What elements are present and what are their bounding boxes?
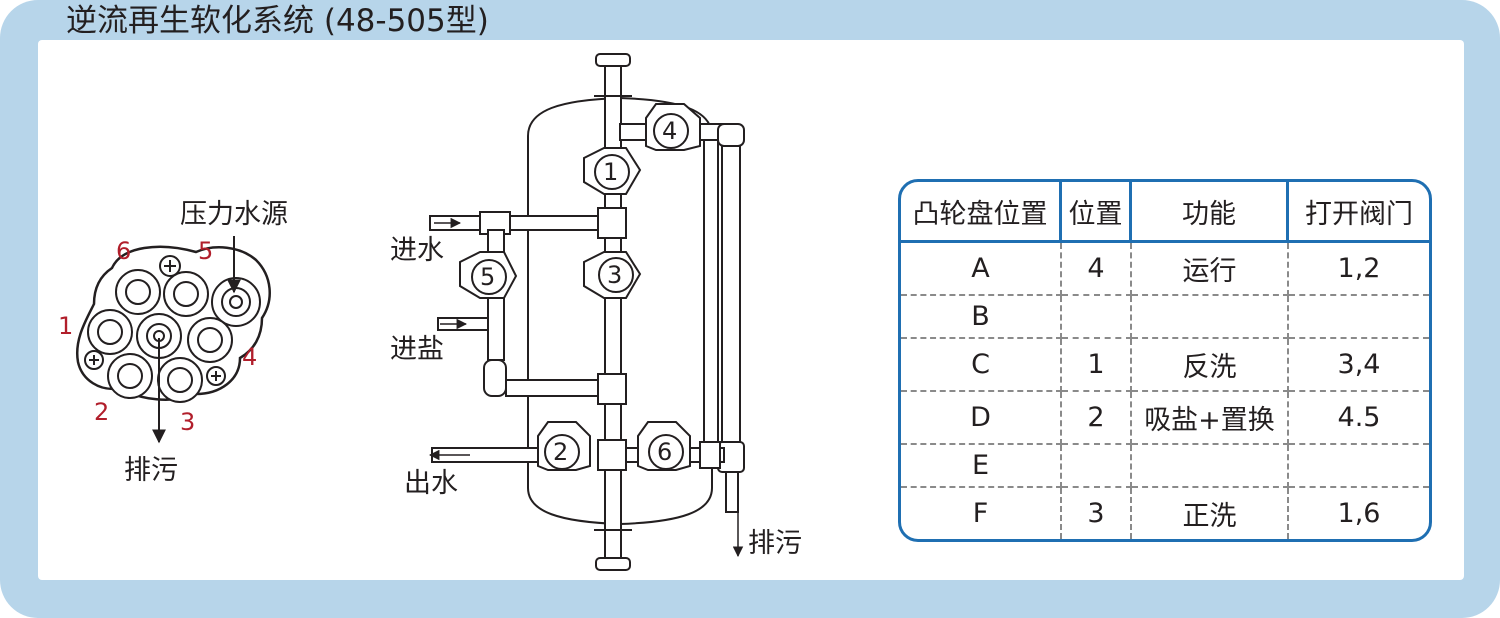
header-position: 位置: [1062, 182, 1132, 243]
port-number-4: 4: [242, 343, 258, 371]
table-header-row: 凸轮盘位置 位置 功能 打开阀门: [901, 182, 1429, 243]
port-number-2: 2: [94, 398, 110, 426]
table-cell: 1: [1062, 339, 1132, 393]
table-cell: 正洗: [1132, 488, 1289, 539]
table-cell: 4: [1062, 243, 1132, 297]
table-row: E: [901, 445, 1429, 489]
table-row: B: [901, 296, 1429, 340]
table-cell: [1289, 296, 1429, 340]
table-row: F 3 正洗 1,6: [901, 488, 1429, 539]
table-cell: [1062, 445, 1132, 489]
table-cell: [1132, 296, 1289, 340]
table-cell: [1062, 296, 1132, 340]
water-in-label: 进水: [390, 235, 444, 266]
table-cell: 3: [1062, 488, 1132, 539]
table-cell: [1132, 445, 1289, 489]
cam-drain-label: 排污: [124, 455, 178, 486]
valve-number-1: 1: [603, 158, 619, 186]
valve-4: [645, 103, 701, 151]
valve-1: [583, 147, 642, 195]
valve-2: [537, 421, 591, 471]
salt-in-label: 进盐: [390, 334, 444, 365]
port-number-3: 3: [180, 408, 196, 436]
table-cell: E: [901, 445, 1062, 489]
pressure-source-label: 压力水源: [180, 199, 288, 230]
table-cell: 1,6: [1337, 498, 1381, 530]
table-cell: 3,4: [1289, 339, 1429, 393]
table-cell: 4.5: [1289, 392, 1429, 446]
table-row: D 2 吸盐+置换 4.5: [901, 392, 1429, 446]
valve-number-6: 6: [657, 438, 673, 466]
valve-number-4: 4: [662, 117, 678, 145]
piping: [429, 53, 745, 571]
cam-position-table: 凸轮盘位置 位置 功能 打开阀门 A 4 运行 1,2 B C 1 反洗 3,4…: [898, 179, 1432, 542]
valve-6: [637, 421, 691, 471]
header-cam-position: 凸轮盘位置: [901, 182, 1062, 243]
port-number-5: 5: [198, 237, 214, 265]
valve-5: [459, 251, 518, 299]
water-out-label: 出水: [404, 468, 458, 499]
port-number-1: 1: [58, 312, 74, 340]
valve-number-3: 3: [607, 261, 623, 289]
valve-number-2: 2: [553, 438, 569, 466]
cam-disc-icon: [75, 245, 271, 403]
table-cell: 2: [1062, 392, 1132, 446]
page-title: 逆流再生软化系统 (48-505型): [66, 3, 489, 39]
table-cell: [1289, 445, 1429, 489]
header-open-valves: 打开阀门: [1289, 182, 1429, 243]
table-row: C 1 反洗 3,4: [901, 339, 1429, 393]
table-cell: 反洗: [1132, 339, 1289, 393]
table-cell: D: [901, 392, 1062, 446]
table-cell: A: [901, 243, 1062, 297]
table-cell: 吸盐+置换: [1132, 392, 1289, 446]
header-function: 功能: [1132, 182, 1289, 243]
valve-3: [583, 251, 642, 299]
valve-number-5: 5: [480, 263, 496, 291]
table-row: A 4 运行 1,2: [901, 243, 1429, 297]
content-panel: [38, 40, 1464, 580]
port-number-6: 6: [116, 237, 132, 265]
table-cell: 1,2: [1289, 243, 1429, 297]
table-cell: B: [901, 296, 1062, 340]
pipe-drain-label: 排污: [748, 528, 802, 559]
table-cell: F: [901, 488, 1062, 539]
table-cell: 运行: [1132, 243, 1289, 297]
table-cell: C: [901, 339, 1062, 393]
